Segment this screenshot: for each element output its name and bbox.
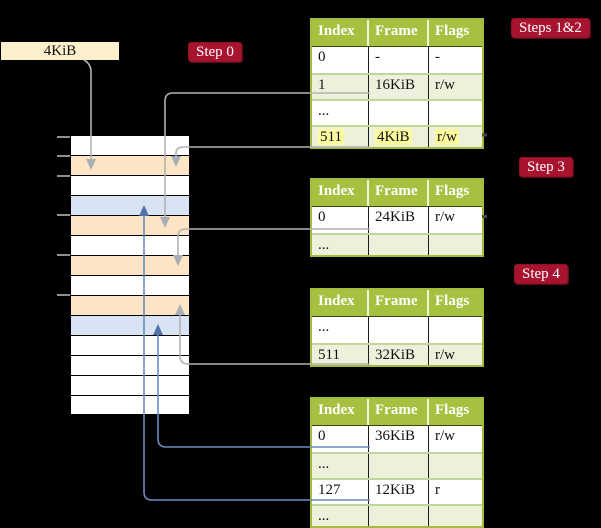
table-cell (429, 101, 482, 125)
table-cell (369, 235, 429, 255)
table-row: ... (312, 317, 482, 343)
table-cell: 511 (312, 345, 369, 365)
base-frame-box: 4KiB (1, 42, 119, 60)
table-cell: r/w (435, 428, 455, 444)
column-header: Flags (435, 402, 470, 418)
table-cell: 0 (312, 207, 369, 233)
table-cell (429, 235, 482, 255)
table-row: ... (312, 233, 482, 255)
table-cell (429, 506, 482, 526)
table-cell: - (369, 47, 429, 73)
table-cell: 16KiB (369, 75, 429, 99)
memory-frame-row-peach (70, 295, 190, 315)
address-tick-marks (57, 136, 70, 296)
table-cell (429, 317, 482, 343)
memory-frame-row-white (70, 335, 190, 355)
table-row: 0-- (312, 47, 482, 73)
table-cell: r/w (429, 127, 482, 147)
column-header: Frame (369, 180, 429, 206)
memory-frame-row-white (70, 375, 190, 395)
table-row: ... (312, 504, 482, 526)
table-cell (369, 317, 429, 343)
table-cell (369, 454, 429, 478)
table-cell: 0 (312, 426, 369, 452)
table-cell: 4KiB (369, 127, 429, 147)
highlighted-value: 511 (318, 129, 344, 145)
table-cell: 24KiB (369, 207, 429, 233)
table-cell: 32KiB (369, 345, 429, 365)
table-row: ... (312, 452, 482, 478)
memory-frame-row-white (70, 175, 190, 195)
column-header: Flags (435, 23, 470, 39)
column-header: Index (312, 399, 369, 425)
step-0-label: Step 0 (196, 44, 234, 60)
table-cell: 127 (312, 480, 369, 504)
column-header: Flags (435, 293, 470, 309)
memory-frame-row-white (70, 135, 190, 155)
step-0-badge: Step 0 (188, 42, 242, 62)
memory-frame-row-white (70, 355, 190, 375)
base-frame-label: 4KiB (43, 43, 77, 59)
memory-frame-row-white (70, 235, 190, 255)
memory-frame-row-white (70, 275, 190, 295)
table-cell: ... (312, 317, 369, 343)
step-3-label: Step 3 (527, 159, 565, 175)
memory-frame-row-peach (70, 255, 190, 275)
memory-strip (70, 135, 190, 416)
highlighted-value: r/w (435, 129, 459, 145)
table-cell: r/w (435, 209, 455, 225)
column-header: Index (312, 290, 369, 316)
table-cell (429, 454, 482, 478)
memory-frame-row-blue (70, 315, 190, 335)
highlighted-value: 4KiB (375, 129, 412, 145)
table-row: ... (312, 99, 482, 125)
table-row: 511 4KiB r/w (312, 125, 482, 147)
memory-frame-row-white (70, 395, 190, 415)
steps-1-2-label: Steps 1&2 (519, 20, 582, 36)
memory-frame-row-peach (70, 215, 190, 235)
column-header: Frame (369, 290, 429, 316)
memory-frame-row-blue (70, 195, 190, 215)
table-cell (369, 506, 429, 526)
column-header: Index (312, 180, 369, 206)
table-cell: r (435, 482, 440, 498)
table-cell: - (435, 49, 440, 65)
table-cell: 1 (312, 75, 369, 99)
table-cell: r/w (435, 77, 455, 93)
column-header: Frame (369, 399, 429, 425)
table-cell: ... (312, 506, 369, 526)
step-4-badge: Step 4 (514, 264, 568, 284)
steps-1-2-badge: Steps 1&2 (511, 18, 590, 38)
table-cell: 0 (312, 47, 369, 73)
table-cell: ... (312, 235, 369, 255)
table-cell (369, 101, 429, 125)
table-cell: 36KiB (369, 426, 429, 452)
column-header: Flags (435, 183, 470, 199)
table-cell: 511 (312, 127, 369, 147)
table-cell: ... (312, 101, 369, 125)
table-cell: 12KiB (369, 480, 429, 504)
table-cell: r/w (435, 347, 455, 363)
table-cell: ... (312, 454, 369, 478)
step-4-label: Step 4 (522, 266, 560, 282)
memory-frame-row-peach (70, 155, 190, 175)
column-header: Frame (369, 20, 429, 46)
step-3-badge: Step 3 (519, 157, 573, 177)
column-header: Index (312, 20, 369, 46)
